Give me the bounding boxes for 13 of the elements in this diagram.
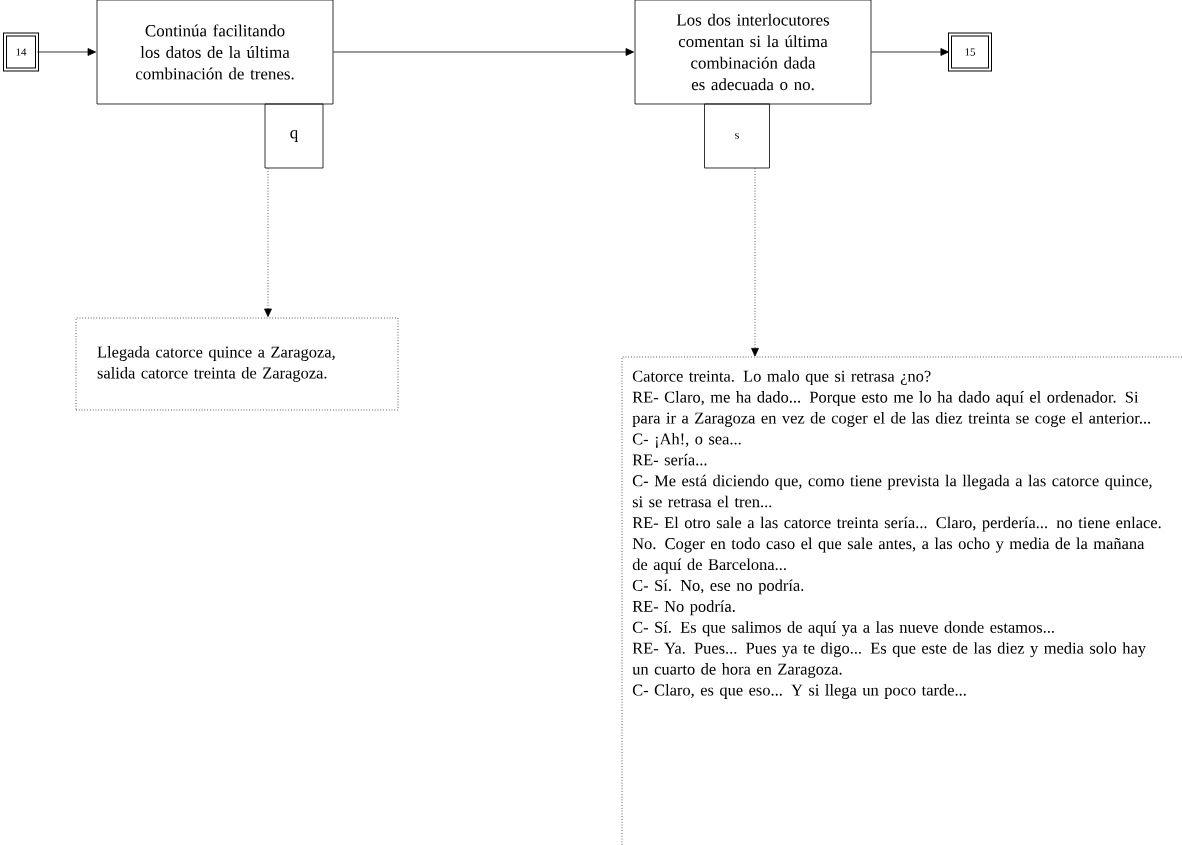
- note-box: Llegada catorce quince a Zaragoza, salida catorce treinta de Zaragoza.: [75, 317, 399, 411]
- dialogue-box: Catorce treinta. Lo malo que si retrasa ¿no? RE- Claro, me ha dado... Porque esto me lo ha dado aquí el ordenador. Si para ir a Zaragoza en vez de coger el de las diez treinta se coge el anterior... C- ¡Ah!, o sea... RE- sería... C- Me está diciendo que, como tiene prevista la llegada a las catorce quince, si se retrasa el tren... RE- El otro sale a las catorce treinta sería... Claro, perdería... no tiene enlace. No. Coger en todo caso el que sale antes, a las ocho y media de la mañana de aquí de Barcelona... C- Sí. No, ese no podría. RE- No podría. C- Sí. Es que salimos de aquí ya a las nueve donde estamos... RE- Ya. Pues... Pues ya te digo... Es que este de las diez y media solo hay un cuarto de hora en Zaragoza. C- Claro, es que eso... Y si llega un poco tarde...: [621, 356, 1182, 845]
- process-box: Continúa facilitando los datos de la última combinación de trenes.: [96, 0, 334, 105]
- arrow: [751, 168, 759, 357]
- arrow: [264, 168, 272, 317]
- numbered-box: 15: [948, 32, 992, 72]
- letter-box: q: [264, 103, 324, 169]
- process-box: Los dos interlocutores comentan si la última combinación dada es adecuada o no.: [634, 0, 872, 105]
- letter-box: s: [704, 103, 770, 169]
- arrow: [37, 48, 97, 56]
- arrow: [871, 48, 949, 56]
- numbered-box: 14: [3, 32, 39, 72]
- arrow: [333, 48, 634, 56]
